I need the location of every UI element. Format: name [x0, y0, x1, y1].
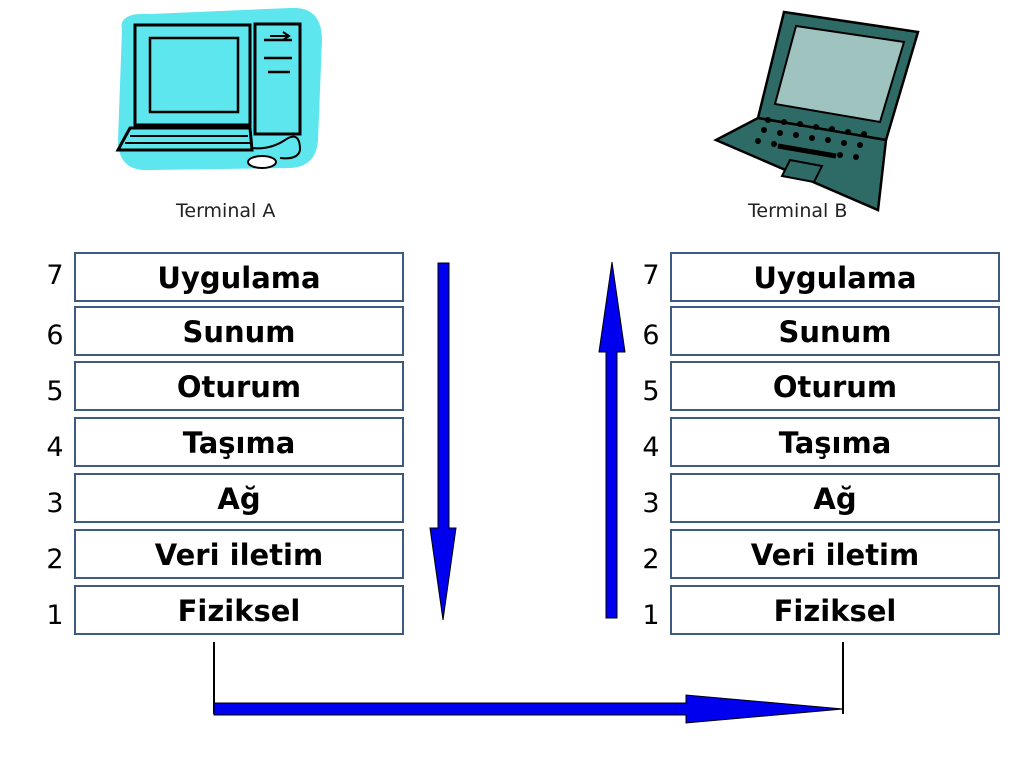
layer-2-data-link: Veri iletim	[74, 529, 404, 579]
layer-4-number: 4	[46, 432, 64, 463]
layer-6-number: 6	[46, 320, 64, 351]
layer-2-data-link: Veri iletim	[670, 529, 1000, 579]
layer-6-presentation: Sunum	[74, 306, 404, 356]
layer-7-application: Uygulama	[670, 252, 1000, 302]
layer-3-number: 3	[642, 488, 660, 519]
layer-3-network: Ağ	[74, 473, 404, 523]
layer-7-number: 7	[642, 260, 660, 291]
desktop-computer-icon	[115, 7, 322, 171]
layer-7-application: Uygulama	[74, 252, 404, 302]
laptop-icon	[713, 10, 920, 212]
layer-5-session: Oturum	[670, 361, 1000, 411]
layer-5-number: 5	[642, 376, 660, 407]
layer-1-physical: Fiziksel	[670, 585, 1000, 635]
layer-3-number: 3	[46, 488, 64, 519]
layer-4-number: 4	[642, 432, 660, 463]
layer-2-number: 2	[642, 544, 660, 575]
layer-7-number: 7	[46, 260, 64, 291]
physical-transfer-arrow	[213, 694, 844, 724]
layer-1-number: 1	[46, 600, 64, 631]
layer-1-number: 1	[642, 600, 660, 631]
layer-3-network: Ağ	[670, 473, 1000, 523]
layer-1-physical: Fiziksel	[74, 585, 404, 635]
layer-4-transport: Taşıma	[74, 417, 404, 467]
layer-5-session: Oturum	[74, 361, 404, 411]
layer-6-number: 6	[642, 320, 660, 351]
layer-2-number: 2	[46, 544, 64, 575]
terminal-a-label: Terminal A	[176, 200, 276, 222]
terminal-b-label: Terminal B	[748, 200, 848, 222]
up-arrow	[598, 261, 626, 619]
layer-6-presentation: Sunum	[670, 306, 1000, 356]
layer-5-number: 5	[46, 376, 64, 407]
layer-4-transport: Taşıma	[670, 417, 1000, 467]
down-arrow	[429, 262, 457, 621]
